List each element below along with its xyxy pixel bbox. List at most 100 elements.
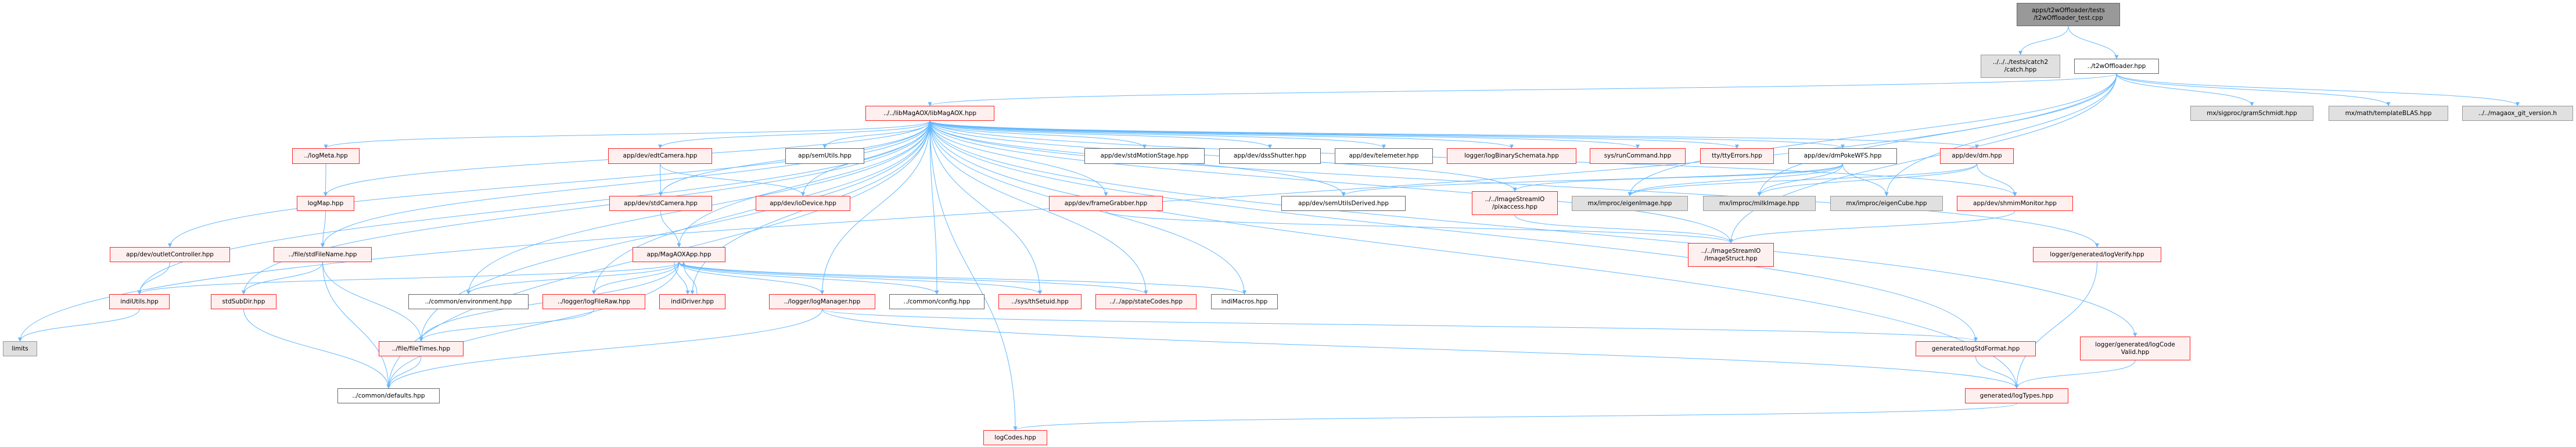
edge-stdSubDir-to-defaults <box>243 309 391 389</box>
node-log-file-raw[interactable]: ../logger/logFileRaw.hpp <box>542 294 645 309</box>
node-sem-utils[interactable]: app/semUtils.hpp <box>785 148 864 164</box>
edge-lib-to-tty <box>929 120 1739 149</box>
node-magaox-app[interactable]: app/MagAOXApp.hpp <box>633 247 725 262</box>
node-log-code-valid[interactable]: logger/generated/logCode Valid.hpp <box>2080 337 2190 360</box>
node-blas[interactable]: mx/math/templateBLAS.hpp <box>2329 106 2448 121</box>
node-log-manager[interactable]: ../logger/logManager.hpp <box>769 294 875 309</box>
node-log-verify[interactable]: logger/generated/logVerify.hpp <box>2033 247 2161 262</box>
edge-lib-to-logManager <box>820 120 930 295</box>
node-std-sub-dir[interactable]: stdSubDir.hpp <box>211 294 276 309</box>
edge-dmPoke-to-eigenImage <box>1627 163 1843 196</box>
node-lib[interactable]: ../../libMagAOX/libMagAOX.hpp <box>865 106 994 121</box>
edge-edtCamera-to-ioDevice <box>660 163 805 196</box>
edge-t2w-to-blas <box>2116 73 2391 106</box>
node-indi-macros[interactable]: indiMacros.hpp <box>1211 294 1278 309</box>
edge-dmPoke-to-semDerived <box>1341 163 1843 196</box>
edge-magaoxApp-to-indiDriver <box>674 262 690 295</box>
edge-t2w-to-lib <box>928 73 2117 106</box>
edge-logManager-to-logStdFormat <box>822 309 1978 342</box>
node-dss[interactable]: app/dev/dssShutter.hpp <box>1219 148 1321 164</box>
edge-magaoxApp-to-indiMacros <box>678 262 1246 295</box>
node-config[interactable]: ../common/config.hpp <box>889 294 985 309</box>
node-dm-poke[interactable]: app/dev/dmPokeWFS.hpp <box>1788 148 1897 164</box>
node-t2w[interactable]: ../t2wOffloader.hpp <box>2074 59 2159 74</box>
node-indi-utils[interactable]: indiUtils.hpp <box>109 294 170 309</box>
edge-lib-to-telemeter <box>929 120 1386 149</box>
node-log-std-format[interactable]: generated/logStdFormat.hpp <box>1916 341 2036 356</box>
node-defaults[interactable]: ../common/defaults.hpp <box>337 388 440 403</box>
edge-magaoxApp-to-environment <box>466 262 680 295</box>
node-dm[interactable]: app/dev/dm.hpp <box>1940 148 2014 164</box>
node-io-device[interactable]: app/dev/ioDevice.hpp <box>756 196 850 211</box>
edge-magaoxApp-to-logManager <box>678 262 824 295</box>
node-eigen-cube[interactable]: mx/improc/eigenCube.hpp <box>1830 196 1943 211</box>
node-milk-image[interactable]: mx/improc/milkImage.hpp <box>1703 196 1816 211</box>
edge-lib-to-runCmd <box>929 120 1640 149</box>
edge-magaoxApp-to-stateCodes <box>678 262 1148 295</box>
edge-magaoxApp-to-defaults <box>386 262 680 389</box>
node-std-camera[interactable]: app/dev/stdCamera.hpp <box>609 196 712 211</box>
node-limits[interactable]: limits <box>3 341 37 356</box>
edge-edtCamera-to-stdCamera <box>658 163 663 196</box>
node-git[interactable]: ../../magaox_git_version.h <box>2462 106 2573 121</box>
edge-lib-to-dmPoke <box>929 120 1845 149</box>
edge-lib-to-stateCodes <box>929 120 1148 295</box>
node-telemeter[interactable]: app/dev/telemeter.hpp <box>1335 148 1433 164</box>
node-edt-camera[interactable]: app/dev/edtCamera.hpp <box>608 148 712 164</box>
edge-root-to-catch <box>2018 26 2069 55</box>
node-shmim[interactable]: app/dev/shmimMonitor.hpp <box>1957 196 2073 211</box>
node-environment[interactable]: ../common/environment.hpp <box>408 294 529 309</box>
edge-t2w-to-git <box>2116 73 2520 106</box>
edge-lib-to-dm <box>929 120 1979 149</box>
edge-dm-to-milkImage <box>1757 163 1977 196</box>
edge-lib-to-stdFileName <box>321 120 930 248</box>
node-run-cmd[interactable]: sys/runCommand.hpp <box>1590 148 1686 164</box>
edge-stdCamera-to-magaoxApp <box>660 210 681 248</box>
edge-pixaccess-to-imageStruct <box>1514 214 1733 244</box>
edge-outlet-to-indiUtils <box>137 262 170 295</box>
node-gram[interactable]: mx/sigproc/gramSchmidt.hpp <box>2190 106 2313 121</box>
edge-lib-to-logStdFormat <box>929 120 1978 342</box>
node-pixaccess[interactable]: ../../ImageStreamIO /pixaccess.hpp <box>1472 191 1558 215</box>
edge-lib-to-logTypes <box>929 120 2019 389</box>
edge-frameGrabber-to-imageStruct <box>1105 210 1733 244</box>
edge-lib-to-edtCamera <box>658 120 930 149</box>
node-image-struct[interactable]: ../../ImageStreamIO /ImageStruct.hpp <box>1688 243 1774 267</box>
node-th-setuid[interactable]: ../sys/thSetuid.hpp <box>998 294 1082 309</box>
edge-lib-to-magaoxApp <box>677 120 930 248</box>
node-state-codes[interactable]: ../../app/stateCodes.hpp <box>1095 294 1197 309</box>
edge-stdFileName-to-defaults <box>322 262 391 389</box>
node-root[interactable]: apps/t2wOffloader/tests /t2wOffloader_te… <box>2017 3 2120 26</box>
node-tty[interactable]: tty/ttyErrors.hpp <box>1700 148 1774 164</box>
node-log-map[interactable]: logMap.hpp <box>297 196 354 211</box>
edge-root-to-t2w <box>2068 26 2119 59</box>
edge-t2w-to-eigenImage <box>1627 73 2117 196</box>
edge-indiUtils-to-limits <box>18 309 140 342</box>
node-log-codes[interactable]: logCodes.hpp <box>983 430 1047 445</box>
node-std-file-name[interactable]: ../file/stdFileName.hpp <box>274 247 372 262</box>
node-outlet[interactable]: app/dev/outletController.hpp <box>110 247 230 262</box>
node-std-motion[interactable]: app/dev/stdMotionStage.hpp <box>1084 148 1205 164</box>
edge-logManager-to-logTypes <box>822 309 2019 389</box>
edge-magaoxApp-to-thSetuid <box>678 262 1042 295</box>
node-frame-grabber[interactable]: app/dev/frameGrabber.hpp <box>1049 196 1163 211</box>
node-sem-derived[interactable]: app/dev/semUtilsDerived.hpp <box>1281 196 1406 211</box>
edge-dm-to-eigenImage <box>1627 163 1977 196</box>
node-bin-schem[interactable]: logger/logBinarySchemata.hpp <box>1447 148 1576 164</box>
edge-indiDriver-to-magaoxApp <box>681 262 698 295</box>
edge-logStdFormat-to-logTypes <box>1975 356 2019 389</box>
node-catch[interactable]: ../../../tests/catch2 /catch.hpp <box>1981 55 2060 78</box>
node-eigen-image[interactable]: mx/improc/eigenImage.hpp <box>1572 196 1688 211</box>
edge-lib-to-logCodes <box>929 120 1018 431</box>
edge-lib-to-outlet <box>168 120 930 248</box>
node-log-meta[interactable]: ../logMeta.hpp <box>292 148 360 164</box>
edge-logFileRaw-to-fileTimes <box>419 309 594 342</box>
node-indi-driver[interactable]: indiDriver.hpp <box>659 294 725 309</box>
edge-lib-to-imageStruct <box>929 120 1733 244</box>
node-file-times[interactable]: ../file/fileTimes.hpp <box>379 341 464 356</box>
edge-lib-to-logMeta <box>324 120 930 149</box>
node-log-types[interactable]: generated/logTypes.hpp <box>1965 388 2068 403</box>
edge-lib-to-binSchem <box>929 120 1514 149</box>
